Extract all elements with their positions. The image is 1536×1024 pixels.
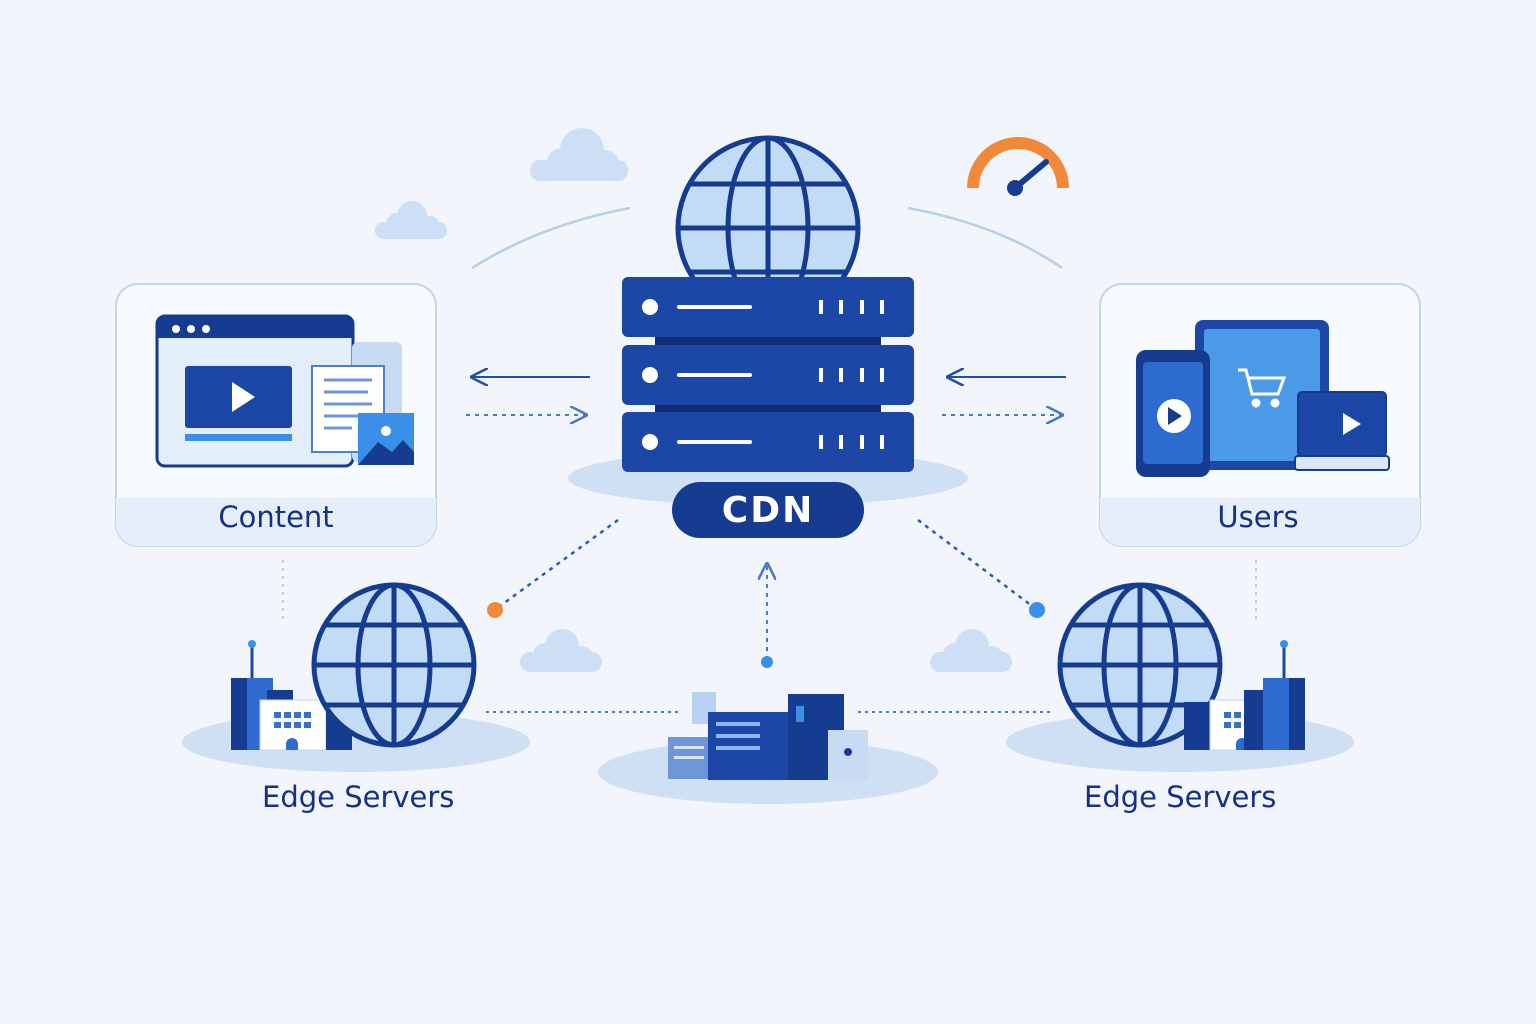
edge-servers-right-label: Edge Servers [1084, 780, 1277, 814]
users-label: Users [1217, 500, 1299, 534]
datacenter-building-icon [668, 692, 868, 780]
cloud-icon [375, 201, 447, 239]
smartphone-icon [1136, 350, 1210, 477]
globe-icon [1057, 582, 1223, 748]
users-card [1099, 283, 1421, 547]
edge-servers-left-label: Edge Servers [262, 780, 455, 814]
node-dot-blue [1029, 602, 1045, 618]
shopping-cart-icon [1238, 368, 1287, 408]
cloud-icon [530, 128, 628, 181]
laptop-icon [1294, 391, 1390, 471]
building-icon [1184, 640, 1305, 751]
content-card [115, 283, 437, 547]
decor-arc-right [907, 206, 1063, 270]
building-icon [231, 640, 352, 751]
link-cdn-edge-left [499, 518, 619, 608]
cloud-icon [930, 629, 1012, 672]
server-rack-icon [622, 277, 914, 472]
video-play-icon [185, 366, 292, 441]
cloud-icon [520, 629, 602, 672]
node-dot-orange [487, 602, 503, 618]
speedometer-icon [967, 137, 1069, 196]
content-label: Content [218, 500, 334, 534]
cdn-label: CDN [672, 482, 864, 538]
link-cdn-edge-right [917, 519, 1033, 607]
node-dot-blue [761, 656, 773, 668]
globe-icon [311, 582, 477, 748]
image-icon [358, 413, 414, 465]
decor-arc-left [471, 206, 631, 270]
